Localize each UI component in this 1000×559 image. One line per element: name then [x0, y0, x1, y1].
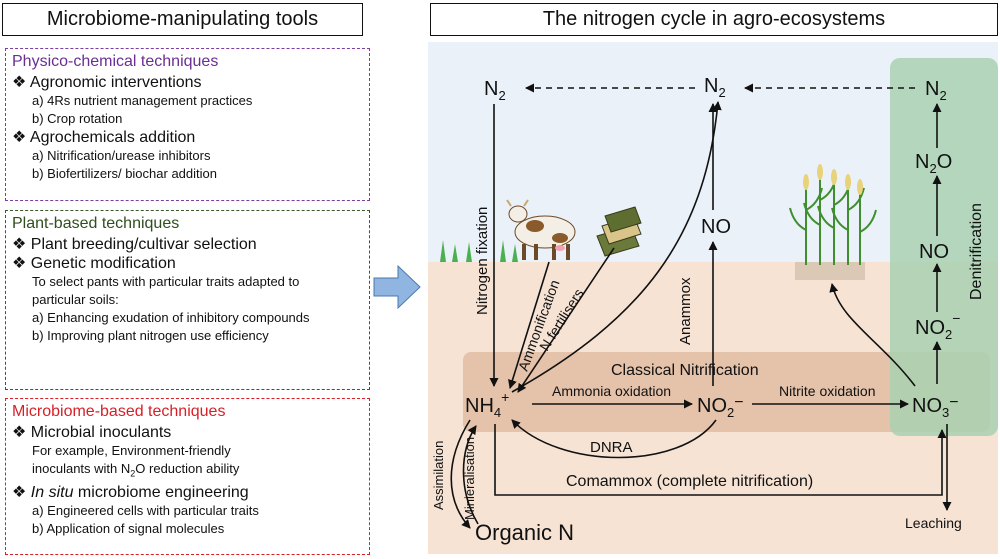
diamond-bullet-icon: ❖: [12, 255, 27, 272]
anammox-label: Anammox: [677, 277, 694, 345]
inoculants-example-line2: inoculants with N2O reduction ability: [32, 461, 240, 479]
n2-middle-label: N2: [704, 75, 726, 100]
genetic-modification-item: ❖ Genetic modification: [12, 254, 363, 273]
arrow-comammox: [494, 424, 947, 496]
microbiome-based-title: Microbiome-based techniques: [12, 403, 226, 420]
fertiliser-bags-icon: [596, 206, 642, 257]
no3-label: NO3−: [912, 394, 959, 420]
arrow-ammonification: [508, 261, 550, 389]
in-situ-label: In situ: [30, 483, 74, 501]
diamond-bullet-icon: ❖: [12, 236, 27, 253]
denitrification-label: Denitrification: [968, 203, 985, 300]
mineralisation-label: Minieralisation: [462, 437, 477, 520]
signal-molecules-item: b) Application of signal molecules: [32, 520, 225, 536]
agronomic-interventions-label: Agronomic interventions: [29, 74, 202, 91]
nh4-label: NH4+: [465, 389, 509, 420]
plant-based-title: Plant-based techniques: [12, 215, 180, 232]
dnra-label: DNRA: [590, 439, 633, 456]
n2-right-label: N2: [925, 78, 947, 103]
arrow-anammox: [511, 101, 722, 393]
organic-n-label: Organic N: [475, 520, 574, 545]
right-title: The nitrogen cycle in agro-ecosystems: [430, 3, 998, 36]
no2-right-label: NO2−: [915, 310, 960, 342]
diamond-bullet-icon: ❖: [12, 424, 27, 441]
crop-rotation-item: b) Crop rotation: [32, 111, 123, 126]
arrow-dnra: [511, 419, 717, 459]
no2-center-label: NO2−: [697, 394, 744, 420]
leaching-label: Leaching: [905, 515, 962, 531]
plant-breeding-item: ❖ Plant breeding/cultivar selection: [12, 235, 363, 254]
arrow-mineralisation: [462, 425, 479, 525]
seedlings-icon: [440, 240, 518, 262]
genetic-modification-label: Genetic modification: [30, 255, 176, 272]
engineered-cells-item: a) Engineered cells with particular trai…: [32, 502, 259, 518]
nitrification-band: [463, 352, 990, 432]
biofertilizers-item: b) Biofertilizers/ biochar addition: [32, 166, 217, 181]
n2-left-label: N2: [484, 78, 506, 103]
physico-chemical-panel: Physico-chemical techniques ❖ Agronomic …: [5, 48, 370, 201]
agrochemicals-label: Agrochemicals addition: [29, 129, 196, 146]
microbiome-engineering-label: microbiome engineering: [73, 483, 249, 501]
ammonia-oxidation-label: Ammonia oxidation: [552, 383, 671, 399]
arrow-assimilation: [450, 419, 471, 529]
blue-arrow-icon: [373, 264, 421, 310]
cow-icon: [506, 199, 576, 260]
diamond-bullet-icon: ❖: [12, 129, 27, 146]
arrow-plant-uptake: [829, 283, 916, 387]
nutrient-management-item: a) 4Rs nutrient management practices: [32, 93, 253, 108]
left-title: Microbiome-manipulating tools: [2, 3, 363, 36]
nitrogen-use-efficiency-item: b) Improving plant nitrogen use efficien…: [32, 328, 269, 343]
nitrite-oxidation-label: Nitrite oxidation: [779, 383, 876, 399]
diamond-bullet-icon: ❖: [12, 74, 27, 91]
microbiome-based-panel: Microbiome-based techniques ❖ Microbial …: [5, 398, 370, 555]
no-middle-label: NO: [701, 216, 731, 238]
diamond-bullet-icon: ❖: [12, 483, 27, 501]
arrow-n-fertilisers: [517, 247, 615, 393]
trait-selection-text: To select pants with particular traits a…: [32, 274, 300, 307]
in-situ-engineering-item: ❖ In situ microbiome engineering: [12, 483, 363, 502]
physico-chemical-title: Physico-chemical techniques: [12, 53, 219, 70]
denitrification-panel: [890, 58, 998, 436]
n2o-label: N2O: [915, 151, 952, 176]
inhibitors-item: a) Nitrification/urease inhibitors: [32, 148, 211, 163]
comammox-label: Comammox (complete nitrification): [566, 473, 813, 490]
classical-nitrification-label: Classical Nitrification: [611, 362, 759, 379]
exudation-item: a) Enhancing exudation of inhibitory com…: [32, 310, 310, 325]
corn-plants-icon: [789, 164, 877, 280]
agrochemicals-item: ❖ Agrochemicals addition: [12, 128, 363, 147]
microbial-inoculants-item: ❖ Microbial inoculants: [12, 423, 363, 442]
plant-breeding-label: Plant breeding/cultivar selection: [30, 236, 257, 253]
microbial-inoculants-label: Microbial inoculants: [30, 424, 172, 441]
no-right-label: NO: [919, 241, 949, 263]
inoculants-example-line1: For example, Environment-friendly: [32, 443, 231, 458]
plant-based-panel: Plant-based techniques ❖ Plant breeding/…: [5, 210, 370, 390]
agronomic-interventions-item: ❖ Agronomic interventions: [12, 73, 363, 92]
nitrogen-fixation-label: Nitrogen fixation: [474, 207, 491, 315]
assimilation-label: Assimilation: [431, 441, 446, 510]
